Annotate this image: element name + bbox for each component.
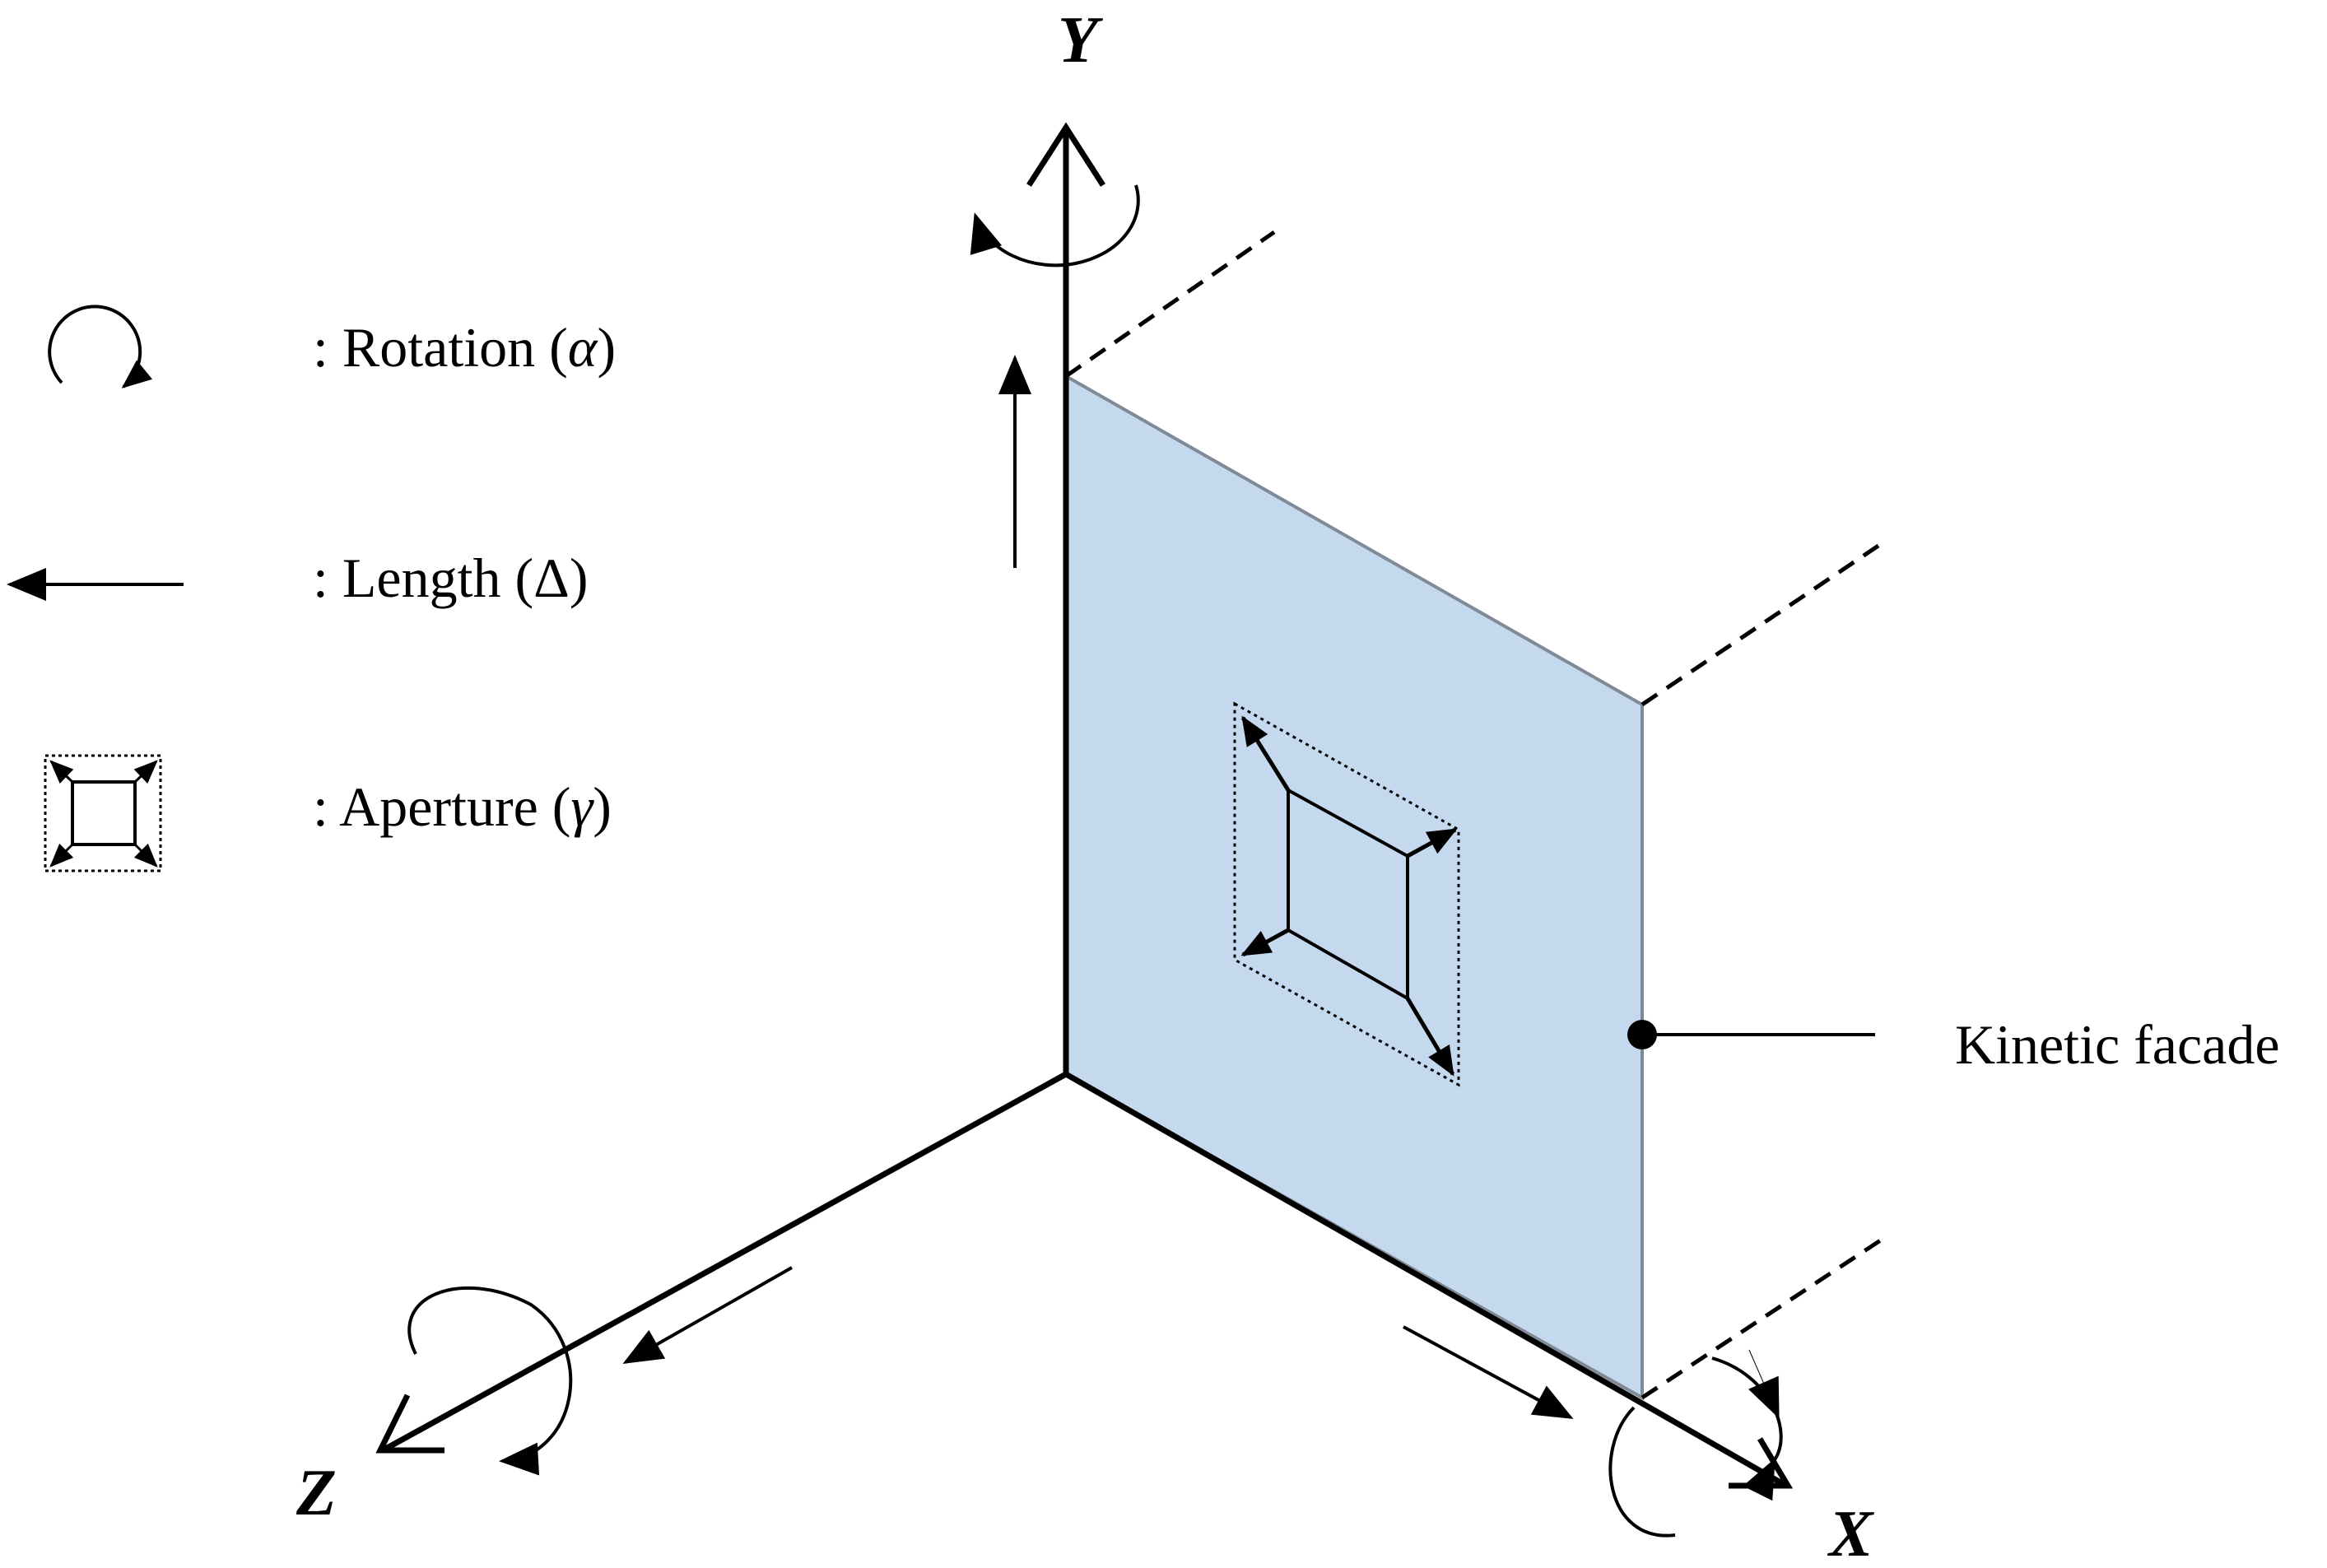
y-axis-label: Y xyxy=(1058,4,1103,77)
kinetic-facade-label: Kinetic facade xyxy=(1955,1013,2280,1076)
legend-aperture-icon xyxy=(44,754,162,872)
legend-length-label: : Length (Δ) xyxy=(313,547,589,609)
x-axis xyxy=(1064,1071,1788,1489)
z-axis-label: Z xyxy=(296,1457,337,1529)
x-rotation-arrow-top xyxy=(1748,1349,1780,1419)
dashed-extensions xyxy=(1064,230,1891,1400)
x-rotation-arrow-bottom xyxy=(1743,1458,1776,1501)
x-length-arrow xyxy=(1403,1325,1574,1419)
z-length-arrow xyxy=(622,1266,793,1364)
aperture-outer-frame xyxy=(1233,701,1460,1087)
x-axis-label: X xyxy=(1827,1498,1874,1568)
legend-aperture-label: : Aperture (γ) xyxy=(313,775,612,838)
y-rotation-icon xyxy=(970,184,1140,268)
legend-rotation-label: : Rotation (α) xyxy=(313,316,616,379)
z-axis xyxy=(381,1071,1068,1454)
aperture-arrows xyxy=(1240,715,1458,1077)
z-axis-arrowhead xyxy=(375,1394,444,1454)
z-rotation-icon xyxy=(407,1286,573,1476)
facade-panel xyxy=(1064,373,1644,1401)
y-axis-arrowhead xyxy=(1026,122,1105,187)
legend-rotation-icon xyxy=(48,305,153,389)
